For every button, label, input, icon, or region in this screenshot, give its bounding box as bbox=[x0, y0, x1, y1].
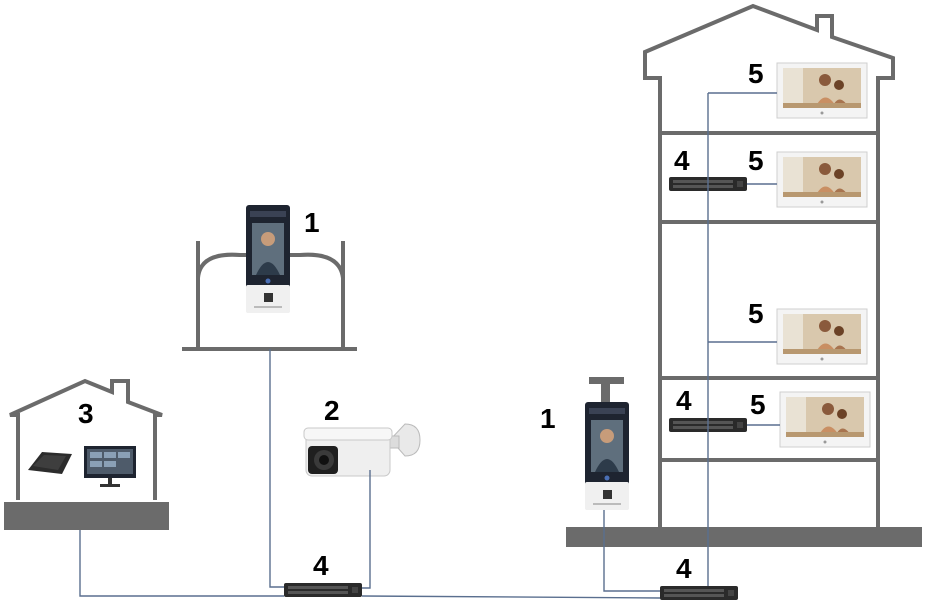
network-switch-icon bbox=[284, 583, 362, 597]
bullet-camera-icon bbox=[303, 423, 421, 477]
left-ground-platform bbox=[4, 502, 169, 530]
desktop-pc-icon bbox=[84, 446, 136, 487]
label-access-building: 1 bbox=[540, 403, 556, 434]
label-management-center: 3 bbox=[78, 398, 94, 429]
tablet-icon bbox=[28, 452, 72, 474]
label-switch-floor-upper: 4 bbox=[674, 145, 690, 176]
label-switch-floor-lower: 4 bbox=[676, 385, 692, 416]
label-monitor-3: 5 bbox=[748, 298, 764, 329]
label-monitor-2: 5 bbox=[748, 145, 764, 176]
network-cables bbox=[79, 92, 780, 599]
face-recognition-terminal-icon bbox=[246, 205, 290, 313]
indoor-monitor-icon bbox=[779, 391, 871, 448]
building-ground-platform bbox=[566, 527, 922, 547]
management-house bbox=[4, 378, 169, 530]
indoor-monitor-icon bbox=[776, 151, 868, 208]
label-monitor-1: 5 bbox=[748, 58, 764, 89]
label-camera: 2 bbox=[324, 395, 340, 426]
face-recognition-terminal-icon bbox=[585, 402, 629, 510]
label-monitor-4: 5 bbox=[750, 389, 766, 420]
indoor-monitor-icon bbox=[776, 62, 868, 119]
indoor-monitor-icon bbox=[776, 308, 868, 365]
residential-building bbox=[566, 3, 922, 547]
building-entrance-post bbox=[589, 377, 624, 402]
network-switch-icon bbox=[660, 586, 738, 600]
label-switch-gate: 4 bbox=[313, 550, 329, 581]
label-switch-main: 4 bbox=[676, 553, 692, 584]
label-access-gate: 1 bbox=[304, 207, 320, 238]
